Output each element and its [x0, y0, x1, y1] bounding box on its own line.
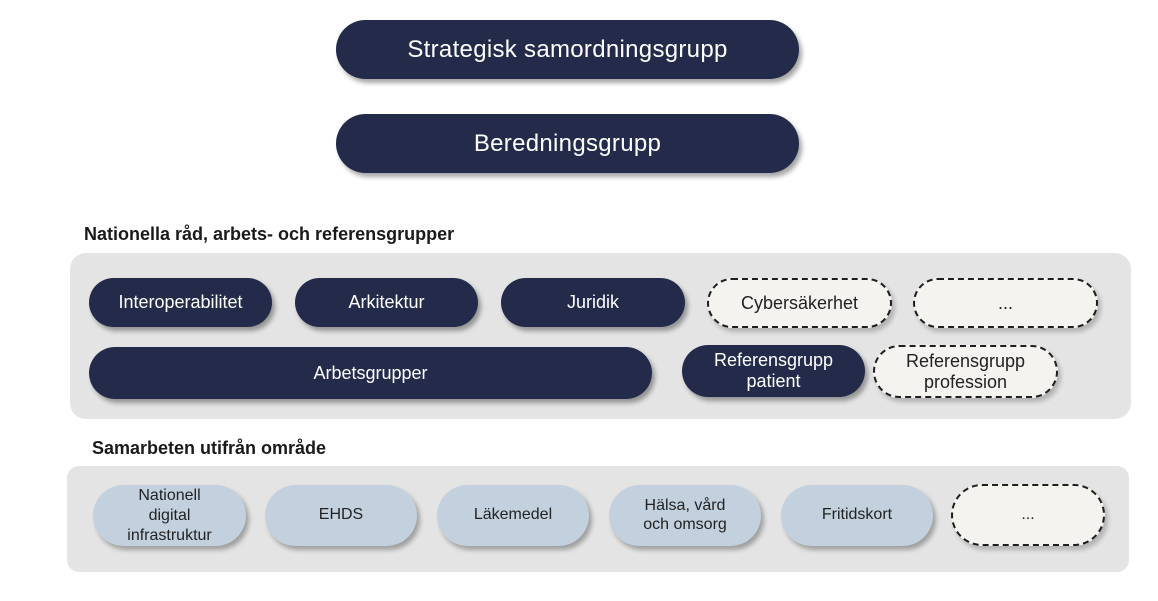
- legal-label: Juridik: [566, 292, 619, 313]
- reference-group-profession: Referensgrupp profession: [873, 345, 1058, 398]
- health-care-label: Hälsa, vård och omsorg: [643, 497, 727, 533]
- reference-group-patient-label: Referensgrupp patient: [713, 350, 834, 391]
- medicines-label: Läkemedel: [473, 506, 553, 524]
- area-collaborations-heading: Samarbeten utifrån område: [92, 438, 327, 458]
- working-groups-label: Arbetsgrupper: [313, 362, 428, 383]
- architecture-group: Arkitektur: [295, 278, 478, 327]
- cybersecurity-label: Cybersäkerhet: [740, 292, 859, 313]
- medicines-area: Läkemedel: [437, 485, 589, 546]
- ehds-area: EHDS: [265, 485, 417, 546]
- legal-group: Juridik: [501, 278, 685, 327]
- interoperability-label: Interoperabilitet: [118, 292, 243, 313]
- infrastructure-label: Nationell digital infrastruktur: [127, 486, 212, 544]
- preparation-group: Beredningsgrupp: [336, 114, 799, 173]
- more-areas-label: ...: [1021, 505, 1035, 523]
- reference-group-profession-label: Referensgrupp profession: [905, 350, 1026, 392]
- interoperability-group: Interoperabilitet: [89, 278, 272, 327]
- strategic-coordination-group-label: Strategisk samordningsgrupp: [407, 35, 728, 63]
- more-national-label: ...: [997, 292, 1013, 313]
- national-groups-heading: Nationella råd, arbets- och referensgrup…: [84, 224, 455, 244]
- ehds-label: EHDS: [318, 506, 364, 524]
- leisure-card-label: Fritidskort: [821, 506, 893, 524]
- leisure-card-area: Fritidskort: [781, 485, 933, 546]
- cybersecurity-group: Cybersäkerhet: [707, 278, 892, 328]
- health-care-area: Hälsa, vård och omsorg: [609, 485, 761, 546]
- strategic-coordination-group: Strategisk samordningsgrupp: [336, 20, 799, 79]
- preparation-group-label: Beredningsgrupp: [473, 129, 662, 157]
- working-groups: Arbetsgrupper: [89, 347, 652, 399]
- more-national-groups: ...: [913, 278, 1098, 328]
- reference-group-patient: Referensgrupp patient: [682, 345, 865, 397]
- architecture-label: Arkitektur: [348, 292, 425, 313]
- more-areas: ...: [951, 484, 1105, 546]
- national-digital-infrastructure: Nationell digital infrastruktur: [93, 485, 246, 546]
